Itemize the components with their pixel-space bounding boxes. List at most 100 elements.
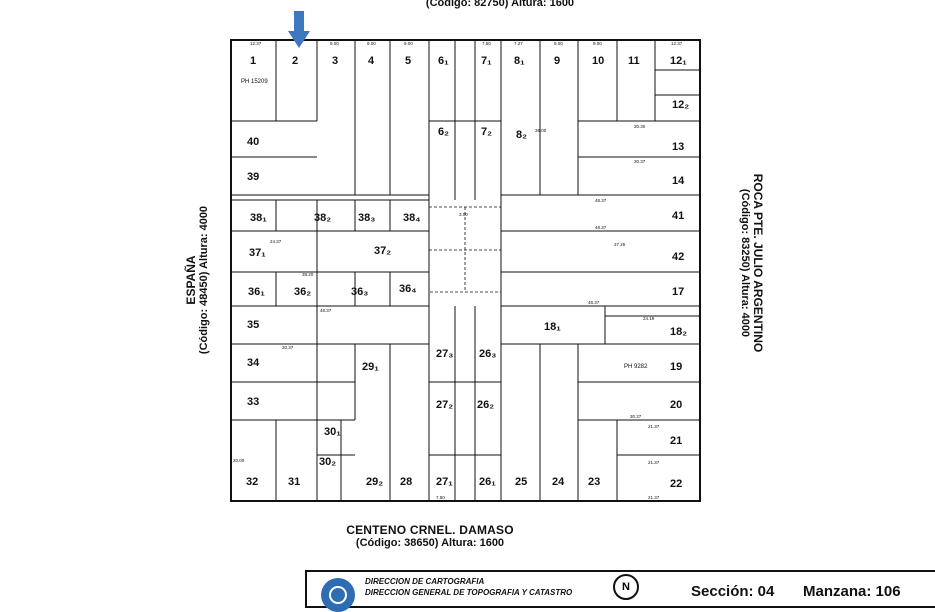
- measure: 37.25: [614, 242, 626, 247]
- measure: 38.00: [535, 128, 547, 133]
- measure: 7.50: [482, 41, 491, 46]
- lot-label: 24: [552, 476, 565, 488]
- block-number-label: Manzana: 106: [803, 583, 901, 600]
- measure: 48.37: [320, 308, 332, 313]
- measure: 48.37: [588, 300, 600, 305]
- measure: 9.00: [330, 41, 339, 46]
- lot-label: 37₂: [374, 245, 391, 257]
- lot-label: 26₁: [479, 476, 496, 488]
- lot-label: 41: [672, 210, 684, 222]
- lot-label: 38₄: [403, 212, 420, 224]
- section-label: Sección: 04: [691, 583, 775, 600]
- lot-label: 18₁: [544, 321, 561, 333]
- measure: 21.37: [648, 495, 660, 500]
- measure: 7.27: [514, 41, 523, 46]
- lot-label: 26₂: [477, 399, 494, 411]
- measure: 7.50: [436, 495, 445, 500]
- measure: 48.37: [595, 198, 607, 203]
- lot-label: 25: [515, 476, 527, 488]
- lot-label: 30₂: [319, 456, 336, 468]
- lot-label: 18₂: [670, 326, 687, 338]
- measure: 12.37: [250, 41, 262, 46]
- lot-label: 36₃: [351, 286, 368, 298]
- department-name: DIRECCION DE CARTOGRAFIA: [365, 577, 485, 586]
- lot-label: 22: [670, 478, 682, 490]
- measure: 12.37: [671, 41, 683, 46]
- lot-label: 28: [400, 476, 412, 488]
- lot-label: 31: [288, 476, 300, 488]
- lot-label: 29₂: [366, 476, 383, 488]
- lot-label: 13: [672, 141, 684, 153]
- measure: 38.20: [302, 272, 314, 277]
- lot-label: 8₁: [514, 55, 525, 67]
- lot-label: 17: [672, 286, 684, 298]
- lot-label: 7₂: [481, 126, 492, 138]
- lot-label: 30₁: [324, 426, 341, 438]
- lot-label: 14: [672, 175, 685, 187]
- measure: 30.37: [634, 159, 646, 164]
- measure: 21.37: [648, 424, 660, 429]
- title-block: DIRECCION DE CARTOGRAFIA DIRECCION GENER…: [305, 570, 935, 612]
- lot-label: 27₂: [436, 399, 453, 411]
- measure: 20.00: [233, 458, 245, 463]
- block-outline: [230, 39, 701, 502]
- institution-seal-icon: [321, 578, 355, 612]
- lot-label: 26₃: [479, 348, 496, 360]
- lot-label: 27₁: [436, 476, 453, 488]
- measure: 30.37: [282, 345, 294, 350]
- lot-label: 29₁: [362, 361, 379, 373]
- lot-label: 12₁: [670, 55, 687, 67]
- measure: 9.00: [554, 41, 563, 46]
- lot-label: 8₂: [516, 129, 527, 141]
- lot-label: 36₁: [248, 286, 265, 298]
- lot-label: 35: [247, 319, 259, 331]
- lot-label: 36₂: [294, 286, 311, 298]
- measure: 3.00: [459, 212, 468, 217]
- lot-label: 39: [247, 171, 259, 183]
- lot-label: 12₂: [672, 99, 689, 111]
- measure: 9.00: [593, 41, 602, 46]
- lot-label: 38₃: [358, 212, 375, 224]
- measure: 24.19: [643, 316, 655, 321]
- street-bottom-code: (Código: 38650) Altura: 1600: [355, 537, 505, 549]
- lot-label: 6₂: [438, 126, 449, 138]
- lot-label: 4: [368, 55, 375, 67]
- street-top-code: (Código: 82750) Altura: 1600: [425, 0, 575, 9]
- lot-label: 2: [292, 55, 298, 67]
- measure: 9.00: [367, 41, 376, 46]
- lot-label: 33: [247, 396, 259, 408]
- lot-label: 27₃: [436, 348, 453, 360]
- ph-label: PH 9282: [624, 364, 648, 370]
- street-top: (Código: 82750) Altura: 1600: [330, 0, 670, 9]
- lot-label: 38₁: [250, 212, 267, 224]
- lot-label: 38₂: [314, 212, 331, 224]
- measure: 30.37: [630, 414, 642, 419]
- measure: 21.37: [648, 460, 660, 465]
- lot-label: 20: [670, 399, 682, 411]
- measure: 24.37: [270, 239, 282, 244]
- lot-label: 11: [628, 55, 640, 67]
- lot-label: 1: [250, 55, 256, 67]
- lot-label: 34: [247, 357, 260, 369]
- lot-label: 40: [247, 136, 259, 148]
- lot-label: 19: [670, 361, 682, 373]
- lot-label: 32: [246, 476, 258, 488]
- measure: 30.30: [634, 124, 646, 129]
- lot-label: 37₁: [249, 247, 266, 259]
- lot-label: 21: [670, 435, 682, 447]
- lot-label: 9: [554, 55, 560, 67]
- ph-label: PH 15209: [241, 79, 268, 85]
- lot-label: 23: [588, 476, 600, 488]
- lot-label: 7₁: [481, 55, 492, 67]
- street-bottom-name: CENTENO CRNEL. DAMASO: [346, 523, 514, 537]
- lot-label: 36₄: [399, 283, 416, 295]
- lot-label: 10: [592, 55, 604, 67]
- lot-label: 3: [332, 55, 338, 67]
- lot-label: 5: [405, 55, 411, 67]
- measure: 9.00: [404, 41, 413, 46]
- north-arrow-icon: N: [613, 574, 639, 600]
- directorate-name: DIRECCION GENERAL DE TOPOGRAFIA Y CATAST…: [365, 588, 573, 597]
- lot-label: 42: [672, 251, 684, 263]
- street-bottom: CENTENO CRNEL. DAMASO (Código: 38650) Al…: [330, 523, 530, 549]
